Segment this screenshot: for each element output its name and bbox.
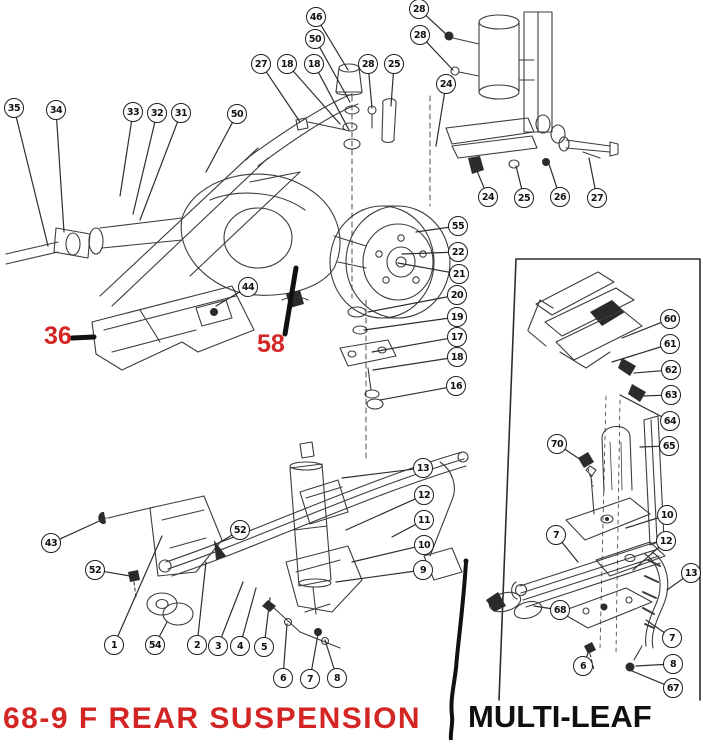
leader-line-main-46	[320, 25, 349, 71]
leader-line-inset-8	[635, 663, 664, 667]
leader-line-main-11	[391, 524, 416, 538]
leader-line-main-20	[367, 296, 448, 313]
leader-line-main-55	[415, 226, 449, 233]
shackle-assembly-drawing	[445, 114, 619, 174]
inset-box-border	[498, 258, 701, 701]
leader-line-main-28	[425, 15, 448, 36]
leader-line-main-4	[242, 587, 257, 638]
leader-line-main-50	[319, 47, 351, 103]
leader-line-main-52	[218, 534, 233, 544]
leader-line-main-16	[379, 387, 447, 401]
leader-line-main-10	[351, 546, 415, 563]
leader-line-main-54	[159, 621, 168, 637]
leader-line-inset-65	[639, 445, 660, 448]
leader-line-main-2	[197, 561, 207, 636]
leader-line-inset-70	[564, 448, 585, 463]
leader-line-main-7	[311, 633, 319, 670]
caption-variant-label: MULTI-LEAF	[468, 699, 652, 734]
leader-line-inset-63	[641, 394, 662, 397]
brake-hose-bracket-drawing	[444, 11, 553, 133]
leader-line-main-25	[515, 165, 523, 189]
driveshaft-drawing	[5, 227, 104, 265]
leader-line-main-21	[397, 262, 450, 273]
caption-separator-line	[448, 558, 469, 741]
inset-shackle-strap-drawing	[486, 551, 669, 672]
red-pointer-line-36	[69, 334, 97, 341]
leader-line-inset-12	[632, 546, 660, 571]
leader-line-main-1	[117, 535, 163, 637]
leader-line-main-50	[205, 122, 233, 173]
leader-line-main-18	[372, 357, 448, 371]
leader-line-main-24	[473, 163, 485, 189]
leader-line-main-34	[56, 119, 65, 233]
leader-line-inset-62	[633, 370, 662, 374]
leader-line-main-52	[104, 571, 131, 577]
leader-line-main-6	[283, 623, 288, 669]
leader-line-main-27	[588, 157, 596, 189]
leader-line-main-44	[215, 291, 240, 307]
leader-line-main-18	[318, 72, 350, 131]
bump-stop-drawing	[295, 63, 431, 463]
leader-line-main-27	[266, 71, 301, 123]
leader-line-main-43	[59, 517, 107, 540]
leader-line-main-32	[132, 122, 156, 215]
leader-line-main-8	[324, 639, 335, 670]
leader-line-main-28	[368, 73, 373, 109]
leader-line-inset-60	[621, 322, 662, 339]
leader-line-main-18	[293, 70, 341, 125]
inset-ubolt-drawing	[578, 395, 665, 653]
spring-seat-stack-drawing	[339, 306, 397, 410]
leader-line-inset-6	[585, 647, 591, 658]
leader-line-main-17	[371, 338, 448, 353]
leader-line-main-22	[401, 251, 449, 255]
axle-housing-drawing	[99, 173, 367, 296]
leader-line-main-19	[363, 317, 448, 331]
leader-line-inset-10	[625, 517, 659, 529]
leader-line-main-25	[390, 73, 394, 107]
caption-diagram-title: 68-9 F REAR SUSPENSION	[3, 702, 422, 735]
leader-line-inset-67	[631, 670, 665, 685]
leader-line-main-3	[221, 581, 244, 638]
lower-hardware-drawing	[262, 600, 341, 649]
inset-frame-bracket-drawing	[527, 271, 646, 402]
leader-line-main-33	[119, 121, 133, 197]
inset-detail-drawing	[486, 258, 701, 701]
main-assembly-drawing	[5, 11, 619, 649]
leader-line-main-12	[345, 498, 416, 531]
leader-line-main-31	[139, 121, 178, 221]
leader-line-main-5	[264, 597, 271, 638]
red-pointer-line-58	[282, 265, 299, 337]
leader-line-main-9	[335, 570, 414, 583]
leader-line-inset-13	[666, 578, 684, 591]
leader-line-inset-64	[619, 394, 662, 417]
leader-line-main-28	[426, 41, 454, 71]
callout-leader-lines	[15, 15, 684, 685]
leader-line-inset-7	[561, 542, 579, 563]
inset-spring-plates-drawing	[511, 497, 666, 629]
red-label-pointer-lines	[69, 265, 299, 341]
front-hanger-drawing	[98, 495, 226, 626]
leader-line-inset-7	[645, 619, 665, 633]
brake-drum-drawing	[329, 205, 451, 319]
leader-line-main-13	[341, 468, 414, 479]
shock-absorber-drawing	[285, 441, 363, 615]
leader-line-inset-68	[533, 605, 551, 610]
leader-line-main-24	[435, 93, 445, 147]
leader-line-inset-61	[611, 346, 662, 363]
leader-line-main-35	[15, 117, 49, 247]
leader-line-main-26	[548, 163, 558, 189]
